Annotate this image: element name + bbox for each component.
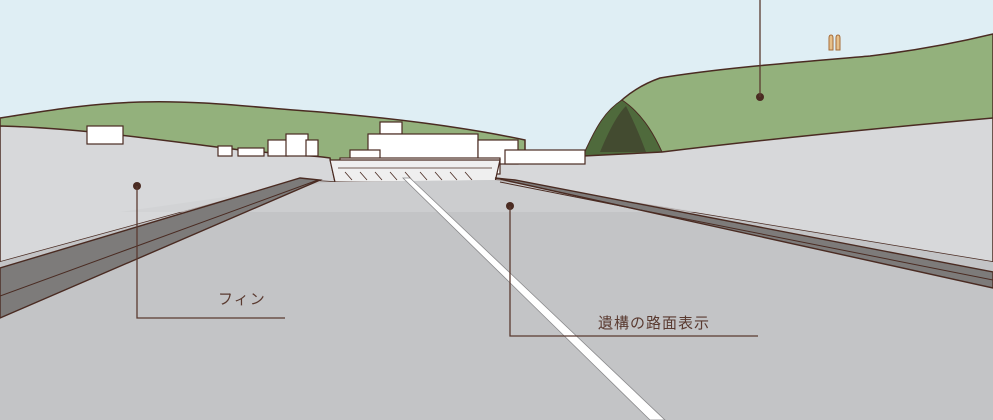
hilltop-tower bbox=[828, 34, 841, 51]
left-fin-line bbox=[0, 179, 319, 297]
right-ground bbox=[494, 117, 993, 263]
remains-road-marking bbox=[402, 177, 666, 420]
callout-hill bbox=[756, 0, 764, 101]
far-plaza bbox=[329, 159, 501, 183]
left-buildings bbox=[86, 125, 319, 157]
left-fin bbox=[0, 177, 323, 319]
right-fin-line bbox=[499, 181, 993, 281]
road-surface bbox=[0, 180, 993, 420]
remains-road-display-label: 遺構の路面表示 bbox=[598, 314, 711, 332]
right-hill-inner bbox=[600, 106, 646, 152]
fin-label: フィン bbox=[218, 290, 266, 308]
plaza-railing bbox=[338, 167, 492, 181]
callout-remains bbox=[506, 202, 758, 337]
callout-fin bbox=[133, 182, 285, 319]
